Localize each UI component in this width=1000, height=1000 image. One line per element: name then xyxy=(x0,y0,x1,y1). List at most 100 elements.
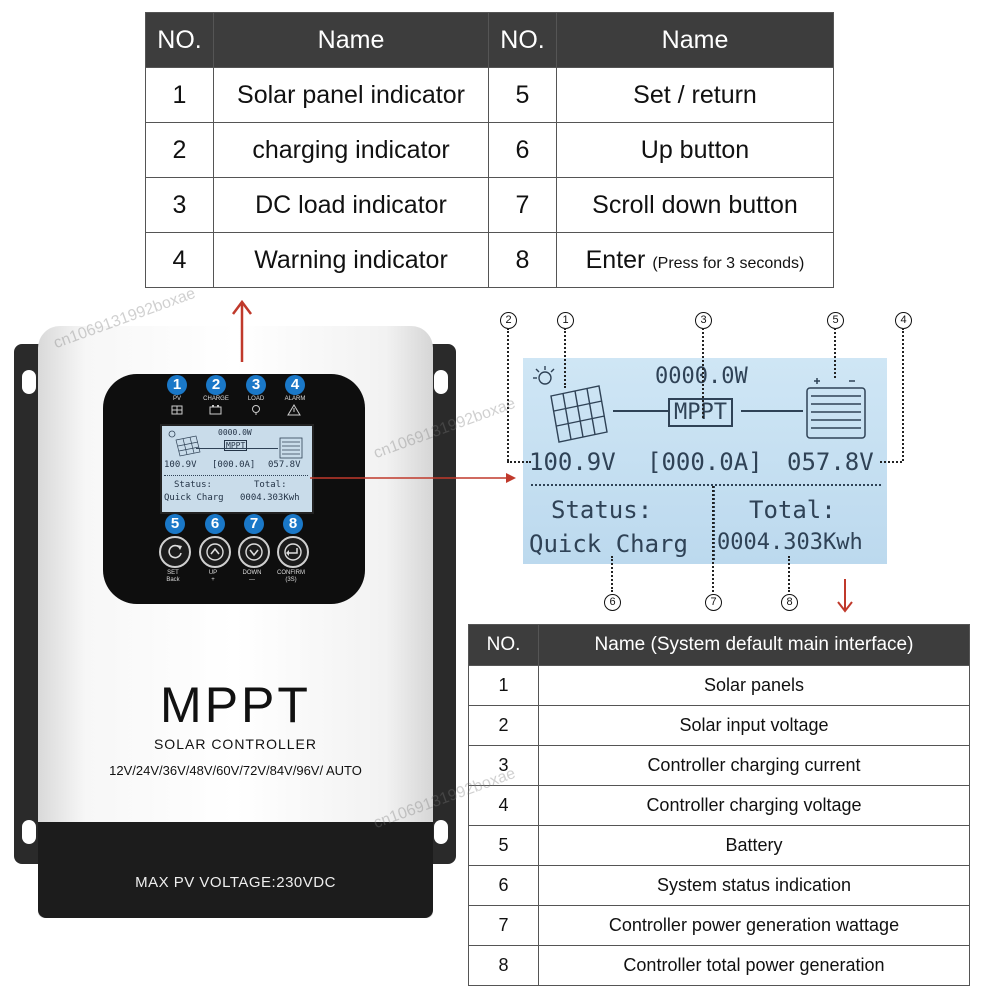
lcd-battery-icon xyxy=(279,437,303,459)
lcd-wattage: 0000.0W xyxy=(218,428,252,437)
row-number: 7 xyxy=(468,905,539,946)
header-name-2: Name xyxy=(556,12,834,68)
scroll-down-button[interactable] xyxy=(238,536,270,568)
table-row: 4 Warning indicator 8 Enter (Press for 3… xyxy=(145,232,834,288)
arrow-down-icon xyxy=(837,579,853,613)
lcd-pv-voltage: 100.9V xyxy=(164,460,197,470)
callout-7: 7 xyxy=(705,594,722,611)
row-name: Set / return xyxy=(556,67,834,123)
lcd-total-label: Total: xyxy=(254,480,287,490)
row-number: 1 xyxy=(145,67,214,123)
row-name: System status indication xyxy=(538,865,970,906)
indicator-label-pv: PV xyxy=(172,396,181,402)
up-sublabel: + xyxy=(211,577,215,583)
callout-5: 5 xyxy=(827,312,844,329)
lcd-current: [000.0A] xyxy=(212,460,256,470)
lcd-total-label: Total: xyxy=(749,496,836,524)
indicator-number-badge: 2 xyxy=(206,375,226,395)
row-number: 8 xyxy=(468,945,539,986)
lcd-status-label: Status: xyxy=(551,496,653,524)
battery-icon xyxy=(209,405,222,415)
callout-5-leader xyxy=(834,328,836,378)
row-name-text: Scroll down button xyxy=(592,190,798,219)
brand-title: MPPT xyxy=(160,677,311,733)
callout-4-leader-h xyxy=(880,461,902,463)
button-number-badge: 5 xyxy=(165,514,185,534)
lcd-flow-line xyxy=(196,448,278,449)
lcd-status-value: Quick Charg xyxy=(529,530,688,558)
button-number-badge: 7 xyxy=(244,514,264,534)
indicator-number-badge: 1 xyxy=(167,375,187,395)
up-button[interactable] xyxy=(199,536,231,568)
bracket-hole xyxy=(22,370,36,394)
brand-subtitle: SOLAR CONTROLLER xyxy=(153,736,318,752)
row-name-text: Up button xyxy=(640,135,750,164)
row-number: 3 xyxy=(468,745,539,786)
lcd-divider xyxy=(531,484,881,486)
row-name-text: Set / return xyxy=(633,80,757,109)
callout-4-leader xyxy=(902,328,904,461)
callout-8-leader xyxy=(788,556,790,592)
warning-icon xyxy=(287,404,301,416)
table-header-row: NO. Name NO. Name xyxy=(145,12,834,68)
callout-6: 6 xyxy=(604,594,621,611)
row-name: Controller power generation wattage xyxy=(538,905,970,946)
set-return-button[interactable] xyxy=(159,536,191,568)
header-no: NO. xyxy=(468,624,539,666)
lcd-flow-line-left xyxy=(613,410,669,412)
row-name: Enter (Press for 3 seconds) xyxy=(556,232,834,288)
lcd-battery-voltage: 057.8V xyxy=(268,460,301,470)
enlarged-lcd-screen: 0000.0W MPPT 100.9V [000.0A] 057.8V Stat… xyxy=(523,358,887,564)
up-label: UP xyxy=(208,570,218,576)
indicator-button-table: NO. Name NO. Name 1 Solar panel indicato… xyxy=(145,12,834,288)
arrow-right-icon xyxy=(310,473,516,483)
set-sublabel: Back xyxy=(166,577,180,583)
row-number: 2 xyxy=(145,122,214,178)
callout-4: 4 xyxy=(895,312,912,329)
refresh-icon xyxy=(168,544,182,559)
device-lcd-screen: 0000.0W MPPT 100.9V [000.0A] 057.8V Stat… xyxy=(160,424,314,514)
row-name: Scroll down button xyxy=(556,177,834,233)
bracket-hole xyxy=(22,820,36,844)
chevron-up-icon xyxy=(206,543,224,561)
lcd-battery-voltage: 057.8V xyxy=(787,448,874,476)
row-name: Solar panels xyxy=(538,665,970,706)
enter-icon xyxy=(284,543,302,561)
lcd-status-value: Quick Charg xyxy=(164,493,224,503)
row-number: 4 xyxy=(468,785,539,826)
row-name: DC load indicator xyxy=(213,177,489,233)
chevron-down-icon xyxy=(245,543,263,561)
bulb-icon xyxy=(252,405,260,415)
row-number: 5 xyxy=(468,825,539,866)
row-name-text: Enter xyxy=(585,245,646,274)
row-number: 6 xyxy=(468,865,539,906)
solar-panel-icon xyxy=(171,405,183,415)
indicator-number-badge: 3 xyxy=(246,375,266,395)
voltage-list: 12V/24V/36V/48V/60V/72V/84V/96V/ AUTO xyxy=(109,763,362,778)
header-name: Name (System default main interface) xyxy=(538,624,970,666)
row-name: Up button xyxy=(556,122,834,178)
row-number: 8 xyxy=(488,232,557,288)
enter-button[interactable] xyxy=(277,536,309,568)
header-name-1: Name xyxy=(213,12,489,68)
callout-2-leader xyxy=(507,328,509,461)
callout-3-leader xyxy=(702,328,704,418)
row-number: 2 xyxy=(468,705,539,746)
lcd-solar-panel-icon xyxy=(168,430,201,457)
row-name: Warning indicator xyxy=(213,232,489,288)
lcd-current: [000.0A] xyxy=(647,448,763,476)
lcd-vertical-divider xyxy=(713,486,715,560)
row-name: Controller charging current xyxy=(538,745,970,786)
callout-6-leader xyxy=(611,556,613,592)
row-number: 4 xyxy=(145,232,214,288)
indicator-label-charge: CHARGE xyxy=(203,396,229,402)
row-number: 5 xyxy=(488,67,557,123)
indicator-label-load: LOAD xyxy=(247,396,265,402)
